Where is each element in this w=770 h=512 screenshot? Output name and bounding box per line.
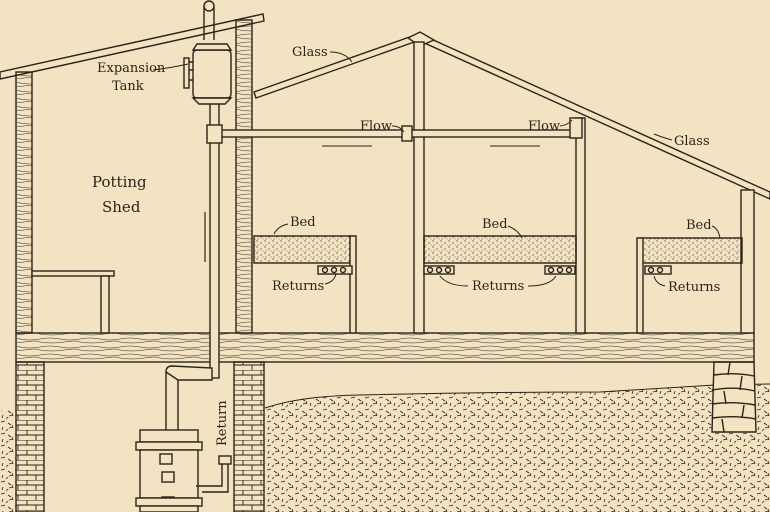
leader-glass-left (329, 51, 353, 63)
leader-expansion (152, 63, 189, 71)
return-pipes-center-right (544, 265, 576, 275)
leader-flow-right (559, 119, 573, 127)
label-bed-center: Bed (482, 217, 508, 232)
shed-post-left (15, 71, 33, 334)
expansion-tank (183, 43, 233, 105)
bed-center (423, 235, 577, 264)
leader-bed-left (273, 223, 289, 235)
leader-flow-center (391, 125, 405, 133)
leader-bed-center (507, 225, 523, 239)
leader-glass-right (653, 133, 673, 141)
label-glass-left: Glass (292, 45, 328, 60)
end-wall-post (740, 189, 755, 334)
floor-beam (15, 332, 755, 363)
right-post (575, 117, 586, 334)
label-expansion-2: Tank (112, 79, 144, 94)
center-post (413, 41, 425, 334)
leader-returns-center-a (439, 275, 469, 287)
bed-right (636, 237, 743, 334)
work-bench (31, 270, 115, 334)
shed-post-right (235, 19, 253, 334)
label-bed-left: Bed (290, 215, 316, 230)
label-return-vertical: Return (215, 400, 230, 446)
label-expansion-1: Expansion (97, 61, 166, 76)
soil-ground (265, 384, 770, 512)
shed-roof (0, 13, 265, 80)
stone-pier (711, 361, 757, 433)
label-returns-center: Returns (472, 279, 524, 294)
return-pipes-left (317, 265, 353, 275)
labels: Expansion Tank Glass Glass Flow Flow Pot… (92, 45, 720, 446)
return-pipes-right (644, 265, 672, 275)
leader-returns-left (324, 273, 337, 285)
label-flow-center: Flow (360, 119, 392, 134)
soil-left (0, 410, 16, 512)
boiler (135, 365, 232, 512)
label-returns-right: Returns (668, 280, 720, 295)
label-flow-right: Flow (528, 119, 560, 134)
leader-returns-center-b (527, 275, 557, 287)
label-glass-right: Glass (674, 134, 710, 149)
label-returns-left: Returns (272, 279, 324, 294)
leader-bed-right (711, 225, 721, 239)
label-potting-2: Shed (102, 198, 141, 216)
greenhouse-roof-left (253, 33, 421, 99)
foundation-center (233, 361, 265, 512)
label-bed-right: Bed (686, 218, 712, 233)
leader-returns-right (653, 275, 666, 287)
foundation-left (15, 361, 45, 512)
greenhouse-roof-right (419, 32, 770, 200)
return-pipes-center-left (423, 265, 455, 275)
bed-left (253, 235, 357, 334)
label-potting-1: Potting (92, 173, 147, 191)
